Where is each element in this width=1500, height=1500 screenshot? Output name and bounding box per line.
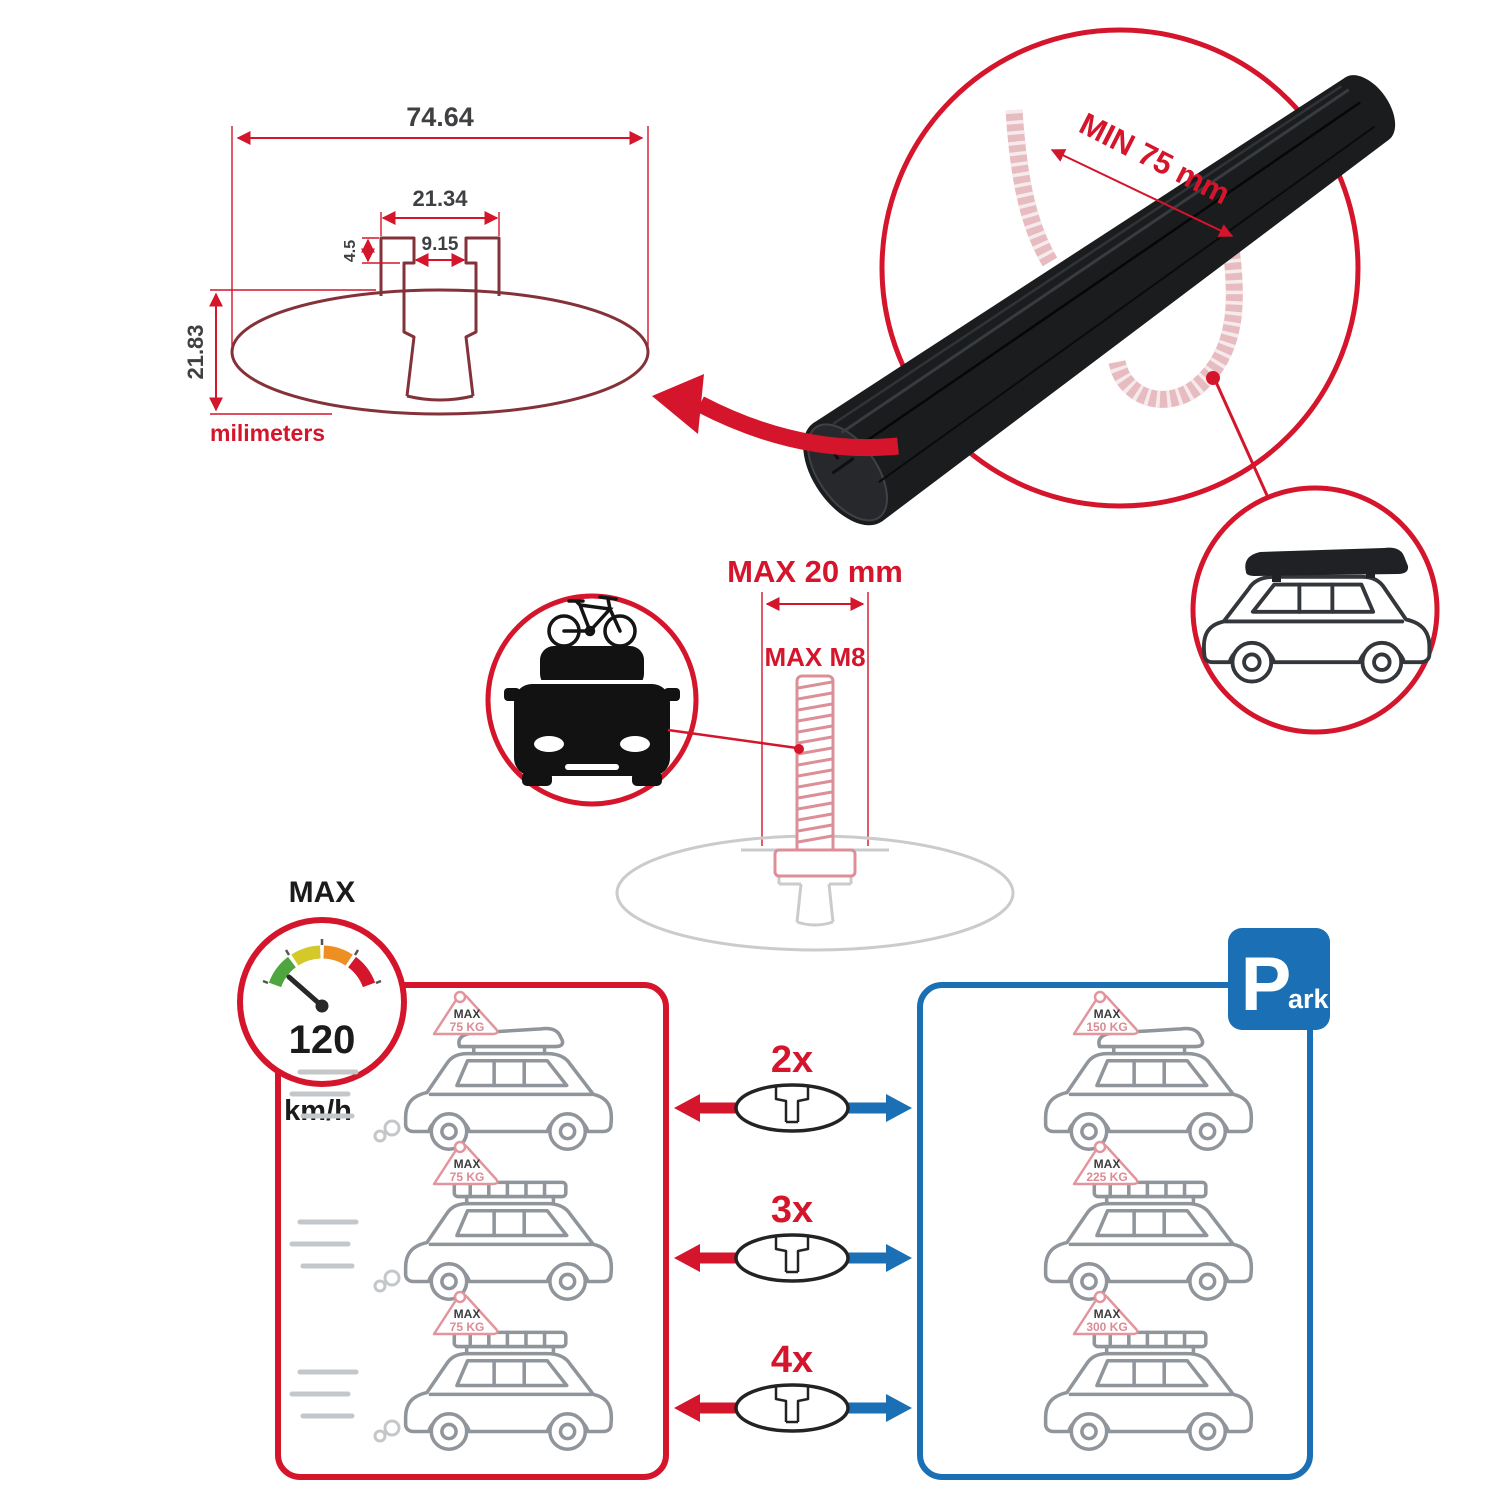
motion-lines <box>289 1069 401 1143</box>
svg-text:75 KG: 75 KG <box>450 1170 485 1184</box>
leader-dot <box>1206 371 1220 385</box>
max-width-label: MAX 20 mm <box>727 554 903 589</box>
crossbar-detail-section: MIN 75 mm <box>652 27 1440 735</box>
speed-gauge: MAX 120 km/h <box>237 876 407 1127</box>
car-front-circle <box>485 593 699 807</box>
suv-roofbox-circle <box>1190 485 1440 735</box>
dim-total-width: 74.64 <box>406 102 474 132</box>
crossbar-cross-section-icon <box>734 1233 850 1283</box>
svg-text:150 KG: 150 KG <box>1086 1020 1127 1034</box>
dim-profile-height: 21.83 <box>183 324 208 379</box>
crossbar-cross-section-icon <box>734 1383 850 1433</box>
gauge-value: 120 <box>289 1018 356 1062</box>
park-initial: P <box>1241 942 1292 1027</box>
load-comparison-section: MAX 120 km/h P ark <box>237 876 1330 1480</box>
load-tag: MAX 75 KG <box>432 1140 499 1186</box>
bar-count-row: 3x <box>674 1189 912 1283</box>
bolt-leader-line <box>667 728 798 750</box>
load-tag: MAX 75 KG <box>432 990 499 1036</box>
svg-text:MAX: MAX <box>454 1307 481 1321</box>
svg-text:MAX: MAX <box>454 1007 481 1021</box>
bar-count-row: 4x <box>674 1339 912 1433</box>
svg-text:MAX: MAX <box>1094 1007 1121 1021</box>
multiplier-label: 3x <box>771 1189 813 1231</box>
svg-text:MAX: MAX <box>454 1157 481 1171</box>
multiplier-label: 2x <box>771 1039 813 1081</box>
gauge-title: MAX <box>289 876 356 909</box>
bar-count-row: 2x <box>674 1039 912 1133</box>
load-tag: MAX 150 KG <box>1072 990 1139 1036</box>
detail-circle <box>879 27 1361 509</box>
svg-text:225 KG: 225 KG <box>1086 1170 1127 1184</box>
dimension-diagram: 74.64 21.34 9.15 4.5 21.83 milimeters <box>183 102 650 446</box>
load-tag: MAX 75 KG <box>432 1290 499 1336</box>
min-span-arrow <box>1050 149 1234 237</box>
dim-channel-width: 21.34 <box>412 186 468 211</box>
load-tag: MAX 225 KG <box>1072 1140 1139 1186</box>
dim-slot-width: 9.15 <box>422 234 459 255</box>
svg-text:MAX: MAX <box>1094 1157 1121 1171</box>
svg-text:300 KG: 300 KG <box>1086 1320 1127 1334</box>
bolt-icon <box>773 674 857 878</box>
gauge-units: km/h <box>284 1095 352 1127</box>
profile-cross-section-drawing <box>230 236 650 416</box>
svg-text:75 KG: 75 KG <box>450 1020 485 1034</box>
ghost-ubolt-left-icon <box>1005 109 1058 267</box>
ghost-ubolt-right-icon <box>1108 226 1243 408</box>
gauge-needle-icon <box>286 974 329 1013</box>
max-thread-label: MAX M8 <box>764 642 865 672</box>
svg-text:MAX: MAX <box>1094 1307 1121 1321</box>
crossbar-cross-section-icon <box>734 1083 850 1133</box>
multiplier-label: 4x <box>771 1339 813 1381</box>
dim-lip-depth: 4.5 <box>342 240 359 262</box>
pointer-arrow <box>652 374 899 457</box>
svg-text:75 KG: 75 KG <box>450 1320 485 1334</box>
bolt-leader-dot <box>794 744 804 754</box>
motion-lines <box>289 1369 401 1443</box>
car-front-icon <box>504 646 680 786</box>
park-rest: ark <box>1288 984 1330 1014</box>
motion-lines <box>289 1219 401 1293</box>
min-span-label: MIN 75 mm <box>1074 106 1236 211</box>
load-tag: MAX 300 KG <box>1072 1290 1139 1336</box>
leader-line <box>1214 381 1272 503</box>
units-label: milimeters <box>210 420 325 446</box>
park-sign: P ark <box>1228 928 1330 1030</box>
bolt-diagram: MAX 20 mm MAX M8 <box>485 554 1015 952</box>
roof-box-icon <box>1245 547 1409 582</box>
